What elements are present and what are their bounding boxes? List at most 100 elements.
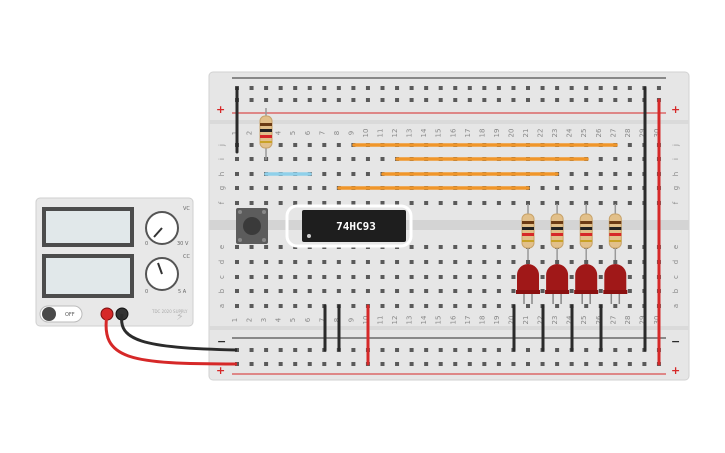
hole[interactable] [351, 201, 356, 205]
hole[interactable] [540, 275, 545, 279]
hole[interactable] [395, 201, 400, 205]
hole[interactable] [322, 186, 327, 190]
hole[interactable] [424, 362, 429, 366]
voltage-knob[interactable] [145, 211, 179, 245]
resistor-top[interactable] [259, 108, 273, 160]
hole[interactable] [336, 172, 341, 176]
hole[interactable] [278, 362, 283, 366]
hole[interactable] [424, 98, 429, 102]
hole[interactable] [584, 260, 589, 264]
hole[interactable] [409, 201, 414, 205]
hole[interactable] [278, 143, 283, 147]
hole[interactable] [598, 98, 603, 102]
led-assembly[interactable] [574, 204, 599, 304]
hole[interactable] [235, 157, 239, 161]
hole[interactable] [380, 275, 385, 279]
hole[interactable] [395, 275, 400, 279]
hole[interactable] [351, 348, 356, 352]
hole[interactable] [613, 98, 618, 102]
hole[interactable] [293, 201, 298, 205]
hole[interactable] [627, 348, 632, 352]
hole[interactable] [627, 157, 632, 161]
hole[interactable] [627, 260, 632, 264]
hole[interactable] [351, 289, 356, 293]
hole[interactable] [336, 260, 341, 264]
hole[interactable] [264, 304, 269, 308]
hole[interactable] [598, 157, 603, 161]
hole[interactable] [482, 201, 487, 205]
hole[interactable] [540, 289, 545, 293]
hole[interactable] [264, 362, 269, 366]
hole[interactable] [249, 201, 254, 205]
hole[interactable] [380, 362, 385, 366]
hole[interactable] [409, 362, 414, 366]
hole[interactable] [496, 245, 501, 249]
hole[interactable] [307, 157, 312, 161]
hole[interactable] [555, 98, 560, 102]
hole[interactable] [249, 304, 254, 308]
hole[interactable] [424, 201, 429, 205]
hole[interactable] [511, 260, 516, 264]
hole[interactable] [264, 245, 269, 249]
hole[interactable] [511, 289, 516, 293]
hole[interactable] [598, 172, 603, 176]
hole[interactable] [249, 260, 254, 264]
board-wires[interactable] [235, 86, 661, 366]
hole[interactable] [438, 260, 443, 264]
hole[interactable] [235, 172, 239, 176]
hole[interactable] [627, 186, 632, 190]
hole[interactable] [511, 245, 516, 249]
hole[interactable] [307, 186, 312, 190]
hole[interactable] [322, 260, 327, 264]
hole[interactable] [496, 348, 501, 352]
hole[interactable] [526, 86, 530, 90]
hole[interactable] [656, 86, 661, 90]
hole[interactable] [569, 172, 574, 176]
lead-black[interactable] [120, 313, 238, 352]
hole[interactable] [249, 186, 254, 190]
hole[interactable] [307, 289, 312, 293]
hole[interactable] [307, 98, 312, 102]
hole[interactable] [322, 289, 327, 293]
hole[interactable] [584, 86, 589, 90]
hole[interactable] [613, 348, 618, 352]
hole[interactable] [555, 348, 560, 352]
hole[interactable] [409, 275, 414, 279]
hole[interactable] [467, 260, 472, 264]
hole[interactable] [235, 260, 239, 264]
hole[interactable] [424, 275, 429, 279]
hole[interactable] [264, 201, 269, 205]
hole[interactable] [569, 289, 574, 293]
hole[interactable] [627, 201, 632, 205]
hole[interactable] [380, 260, 385, 264]
hole[interactable] [627, 98, 632, 102]
hole[interactable] [293, 304, 298, 308]
hole[interactable] [496, 275, 501, 279]
hole[interactable] [395, 304, 400, 308]
hole[interactable] [526, 98, 530, 102]
hole[interactable] [467, 289, 472, 293]
hole[interactable] [424, 348, 429, 352]
hole[interactable] [293, 157, 298, 161]
hole[interactable] [569, 201, 574, 205]
hole[interactable] [395, 260, 400, 264]
hole[interactable] [278, 304, 283, 308]
hole[interactable] [598, 201, 603, 205]
hole[interactable] [322, 98, 327, 102]
hole[interactable] [555, 86, 560, 90]
hole[interactable] [598, 275, 603, 279]
hole[interactable] [249, 289, 254, 293]
hole[interactable] [438, 362, 443, 366]
hole[interactable] [293, 362, 298, 366]
hole[interactable] [569, 362, 574, 366]
hole[interactable] [409, 86, 414, 90]
hole[interactable] [613, 186, 618, 190]
hole[interactable] [293, 143, 298, 147]
hole[interactable] [235, 186, 239, 190]
hole[interactable] [569, 245, 574, 249]
hole[interactable] [235, 201, 239, 205]
hole[interactable] [365, 157, 370, 161]
hole[interactable] [365, 172, 370, 176]
hole[interactable] [409, 245, 414, 249]
